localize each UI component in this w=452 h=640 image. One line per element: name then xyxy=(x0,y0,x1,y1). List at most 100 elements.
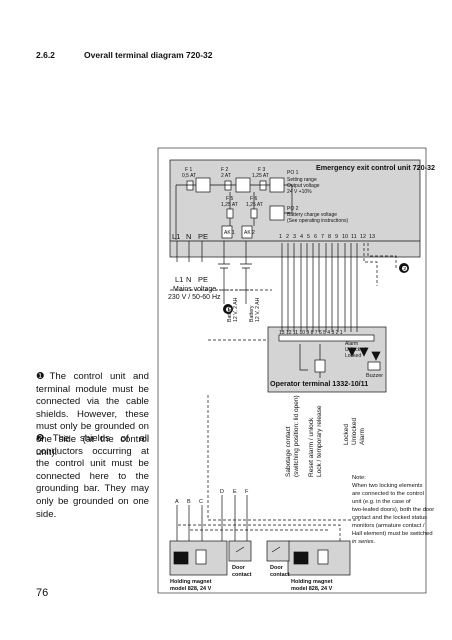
label-lock-release: Lock / temporary release xyxy=(316,405,323,477)
holding-magnet-left-label: Holding magnet xyxy=(170,579,212,585)
ground-symbol-2: ❷ xyxy=(399,263,409,273)
terminal-7: 7 xyxy=(321,234,324,240)
mains-caption-n: N xyxy=(186,275,191,284)
control-unit-title: Emergency exit control unit 720-32 xyxy=(316,163,435,172)
label-sabotage-position: (switching position: lid open) xyxy=(293,395,300,477)
section-number: 2.6.2 xyxy=(36,50,55,60)
section-heading: 2.6.2 Overall terminal diagram 720-32 xyxy=(36,50,213,60)
po1-block xyxy=(269,177,285,193)
terminal-13: 13 xyxy=(369,234,375,240)
door-contact-right-housing xyxy=(266,540,290,562)
fuse-f1-name: F 1 xyxy=(185,167,192,173)
transformer-block xyxy=(195,177,211,193)
note-shield-grounding: ❷The shields of all conductors occurring… xyxy=(36,433,149,521)
operator-terminal-title: Operator terminal 1332-10/11 xyxy=(270,379,368,388)
po1-line2: Output voltage xyxy=(287,183,320,189)
fuse-f6-rating: 1,25 AT xyxy=(246,202,263,208)
terminal-2: 2 xyxy=(286,234,289,240)
battery-1-rating: 12 V, 2 AH xyxy=(233,297,239,322)
fuse-f1-rating: 0,5 AT xyxy=(182,173,196,179)
fuse-f1 xyxy=(186,180,194,191)
po1-name: PO 1 xyxy=(287,170,299,176)
terminal-e: E xyxy=(233,489,237,495)
marker-1-label: ❶ xyxy=(226,306,232,314)
note-text-1: The control unit and terminal module mus… xyxy=(36,371,149,458)
fuse-f6 xyxy=(250,208,258,219)
mains-caption-pe: PE xyxy=(198,275,208,284)
rectifier-block xyxy=(235,177,251,193)
note-line-6: monitors (armature contact / xyxy=(352,523,425,529)
note-line-4: two-leafed doors), both the door xyxy=(352,507,434,513)
ak1-label: AK 1 xyxy=(224,230,235,236)
ak2-label: AK 2 xyxy=(244,230,255,236)
mains-voltage-label: Mains voltage xyxy=(173,286,216,293)
terminal-11: 11 xyxy=(351,234,357,240)
fuse-f5-rating: 1,25 AT xyxy=(221,202,238,208)
battery-2-label: Battery xyxy=(249,305,255,322)
terminal-5: 5 xyxy=(307,234,310,240)
po2-block xyxy=(269,205,285,221)
ground-symbol-1: ❶ xyxy=(223,304,233,314)
note-line-5: contact and the locked status xyxy=(352,515,427,521)
fuse-f5 xyxy=(226,208,234,219)
note-line-1: When two locking elements xyxy=(352,483,423,489)
label-alarm: Alarm xyxy=(359,428,366,445)
mains-terminal-pe: PE xyxy=(198,232,208,241)
note-line-8: in series. xyxy=(352,539,375,545)
terminal-c: C xyxy=(199,499,203,505)
ak2-block xyxy=(241,225,253,239)
note-marker-1: ❶ xyxy=(36,371,50,382)
page-number: 76 xyxy=(36,587,49,599)
ak1-block xyxy=(221,225,233,239)
operator-label-buzzer: Buzzer xyxy=(366,373,383,379)
terminal-a: A xyxy=(175,499,179,505)
operator-label-alarm: Alarm xyxy=(345,341,358,347)
diagram-frame xyxy=(157,147,427,594)
label-sabotage-contact: Sabotage contact xyxy=(285,426,292,477)
fuse-f5-name: F 5 xyxy=(226,196,233,202)
note-line-3: unit (e.g. in the case of xyxy=(352,499,411,505)
marker-2-label: ❷ xyxy=(402,265,408,273)
fuse-f3 xyxy=(259,180,267,191)
section-title: Overall terminal diagram 720-32 xyxy=(84,50,213,60)
fuse-f2-rating: 2 AT xyxy=(221,173,231,179)
label-reset-alarm: Reset alarm / unlock xyxy=(308,417,315,477)
fuse-f2 xyxy=(224,180,232,191)
fuse-f3-rating: 1,25 AT xyxy=(252,173,269,179)
terminal-4: 4 xyxy=(300,234,303,240)
terminal-1: 1 xyxy=(279,234,282,240)
battery-2-rating: 12 V, 2 AH xyxy=(255,297,261,322)
terminal-f: F xyxy=(245,489,249,495)
holding-magnet-left-model: model 828, 24 V xyxy=(170,586,212,592)
door-contact-left-sub: contact xyxy=(232,572,252,578)
terminal-b: B xyxy=(187,499,191,505)
po2-line2: (See operating instructions) xyxy=(287,218,348,224)
note-text-2: The shields of all conductors occurring … xyxy=(36,433,149,520)
mains-caption-l1: L1 xyxy=(175,275,183,284)
terminal-d: D xyxy=(220,489,224,495)
po2-line1: Battery charge voltage xyxy=(287,212,337,218)
po1-line3: 24 V +10% xyxy=(287,189,312,195)
operator-label-unlocked: Unlocked xyxy=(345,347,366,353)
terminal-10: 10 xyxy=(342,234,348,240)
terminal-12: 12 xyxy=(360,234,366,240)
door-contact-right-label: Door xyxy=(270,565,284,571)
holding-magnet-right-label: Holding magnet xyxy=(291,579,333,585)
terminal-8: 8 xyxy=(328,234,331,240)
mains-terminal-n: N xyxy=(186,232,191,241)
fuse-f3-name: F 3 xyxy=(258,167,265,173)
door-contact-left-housing xyxy=(228,540,252,562)
po2-name: PO 2 xyxy=(287,206,299,212)
note-line-0: Note: xyxy=(352,475,366,481)
terminal-3: 3 xyxy=(293,234,296,240)
mains-voltage-value: 230 V / 50-60 Hz xyxy=(168,294,221,301)
mains-terminal-l1: L1 xyxy=(172,232,180,241)
operator-terminal-numbers: 13 12 11 10 9 8 7 6 5 4 3 2 1 xyxy=(279,330,343,336)
holding-magnet-right-model: model 828, 24 V xyxy=(291,586,333,592)
door-contact-right-sub: contact xyxy=(270,572,290,578)
label-locked: Locked xyxy=(343,424,350,445)
label-unlocked: Unlocked xyxy=(351,418,358,445)
terminal-9: 9 xyxy=(335,234,338,240)
po1-line1: Setting range xyxy=(287,177,317,183)
